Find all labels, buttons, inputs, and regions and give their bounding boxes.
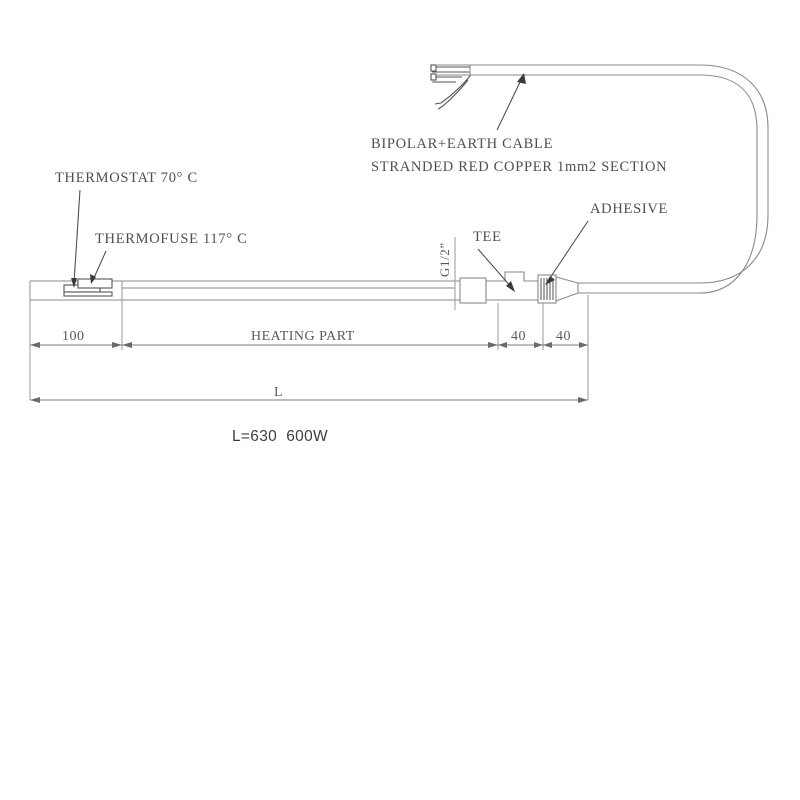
thread-label: G1/2” [437,242,452,277]
thread-annotation: G1/2” [437,242,452,277]
dimension-40-gland-label: 40 [556,329,571,344]
dimension-heating-part-label: HEATING PART [251,329,355,344]
earth-conductor [440,75,471,104]
dimension-extension-lines [29,281,589,400]
thermostat-label: THERMOSTAT 70° C [55,170,198,186]
cable-assembly [430,64,769,294]
cable-outer-wall [437,64,769,284]
tee-annotation: TEE [473,229,515,292]
thermofuse-block [77,278,113,289]
dimension-overall-L: L [30,385,588,403]
title-note: L=630 600W [232,428,328,445]
thermal-protection-blocks [63,278,113,297]
earth-conductor-2 [442,79,469,107]
adhesive-label: ADHESIVE [590,201,668,217]
dimension-overall-label: L [274,385,283,400]
cable-annotation: BIPOLAR+EARTH CABLE STRANDED RED COPPER … [371,73,667,175]
cable-label-line2: STRANDED RED COPPER 1mm2 SECTION [371,159,667,175]
dimension-100-label: 100 [62,329,85,344]
adhesive-annotation: ADHESIVE [545,201,668,285]
dimension-40-tee-label: 40 [511,329,526,344]
tee-label: TEE [473,229,502,245]
thermostat-annotation: THERMOSTAT 70° C [55,170,198,288]
dimension-100: 100 [30,329,122,348]
tee-leader [477,248,513,289]
dimension-40-gland: 40 [543,329,588,348]
dimension-40-tee: 40 [498,329,543,348]
dimension-heating-part: HEATING PART [122,329,498,348]
dimension-row-primary: 100 HEATING PART 40 40 [30,329,588,348]
thermofuse-annotation: THERMOFUSE 117° C [90,231,248,284]
earth-conductor-tip [434,102,444,110]
strain-relief-cone [555,276,579,302]
cable-inner-wall [437,74,758,294]
thread-flange [459,277,487,304]
adhesive-leader [547,220,589,282]
cable-leader [496,77,523,131]
thermofuse-leader [92,250,107,281]
cable-label-line1: BIPOLAR+EARTH CABLE [371,136,553,152]
thermal-block-baseplate [63,291,113,297]
thermostat-leader [73,189,81,284]
thermofuse-label: THERMOFUSE 117° C [95,231,248,247]
fitting-assembly [454,237,579,310]
cable-stripped-conductors [430,64,471,110]
